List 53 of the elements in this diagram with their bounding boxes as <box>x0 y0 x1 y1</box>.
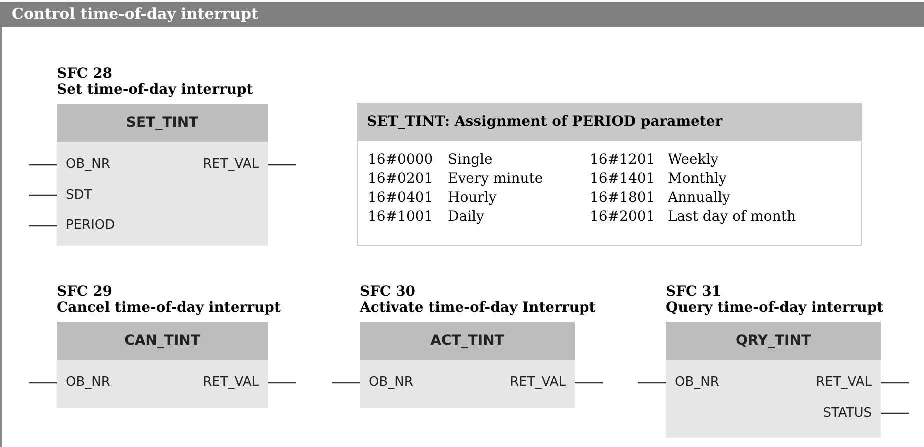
pin-name: RET_VAL <box>510 375 566 391</box>
table-cell-text: Daily <box>448 208 486 227</box>
signal-line <box>881 382 909 384</box>
block-heading: Activate time-of-day Interrupt <box>360 300 596 316</box>
pin-name: STATUS <box>823 406 872 422</box>
table-cell-text: Every minute <box>448 170 544 189</box>
pin-name: OB_NR <box>369 375 414 391</box>
table-cell-text: 16#1801 <box>590 189 656 208</box>
pin-name: OB_NR <box>675 375 720 391</box>
signal-line <box>268 382 296 384</box>
signal-line <box>29 194 57 196</box>
parameter-table <box>357 103 862 246</box>
block-title-bar: ACT_TINT <box>360 322 575 360</box>
signal-line <box>29 382 57 384</box>
signal-line <box>29 164 57 166</box>
signal-line <box>268 164 296 166</box>
table-cell-text: 16#0201 <box>368 170 434 189</box>
block-heading: Cancel time-of-day interrupt <box>57 300 281 316</box>
table-header: SET_TINT: Assignment of PERIOD parameter <box>358 104 861 141</box>
block-title-bar: SET_TINT <box>57 104 268 142</box>
title-bar: Control time-of-day interrupt <box>0 2 924 27</box>
block-number: SFC 29 <box>57 284 113 300</box>
table-cell-text: Weekly <box>668 151 720 170</box>
signal-line <box>881 412 909 414</box>
pin-name: SDT <box>66 188 92 204</box>
block-heading: Query time-of-day interrupt <box>666 300 884 316</box>
block-number: SFC 30 <box>360 284 416 300</box>
table-cell-text: 16#0000 <box>368 151 434 170</box>
block-title-bar: QRY_TINT <box>666 322 881 360</box>
pin-name: RET_VAL <box>203 375 259 391</box>
block-title-bar: CAN_TINT <box>57 322 268 360</box>
block-number: SFC 31 <box>666 284 722 300</box>
table-cell-text: Single <box>448 151 494 170</box>
table-cell-text: 16#2001 <box>590 208 656 227</box>
signal-line <box>575 382 603 384</box>
table-cell-text: Annually <box>668 189 732 208</box>
table-cell-text: 16#0401 <box>368 189 434 208</box>
pin-name: RET_VAL <box>203 157 259 173</box>
pin-name: OB_NR <box>66 375 110 391</box>
signal-line <box>29 225 57 227</box>
signal-line <box>638 382 666 384</box>
table-cell-text: Hourly <box>448 189 498 208</box>
table-cell-text: 16#1401 <box>590 170 656 189</box>
block-heading: Set time-of-day interrupt <box>57 82 254 98</box>
signal-line <box>332 382 360 384</box>
pin-name: OB_NR <box>66 157 110 173</box>
block-number: SFC 28 <box>57 66 113 82</box>
pin-name: RET_VAL <box>816 375 872 391</box>
pin-name: PERIOD <box>66 218 116 234</box>
table-cell-text: Last day of month <box>668 208 797 227</box>
table-cell-text: 16#1201 <box>590 151 656 170</box>
table-cell-text: 16#1001 <box>368 208 434 227</box>
table-cell-text: Monthly <box>668 170 728 189</box>
